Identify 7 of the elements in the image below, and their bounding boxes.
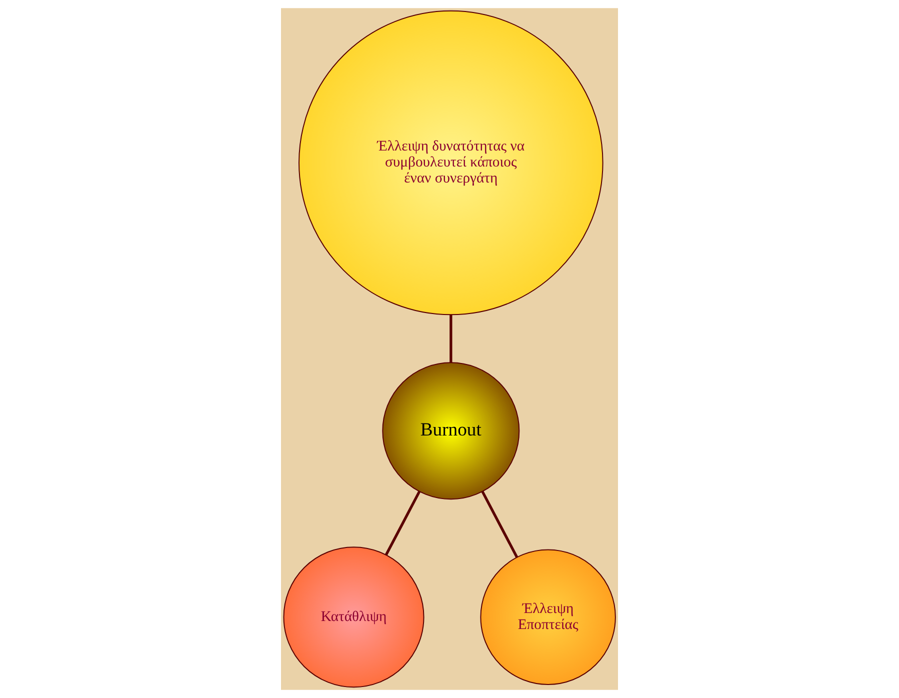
connector xyxy=(481,490,518,558)
node-circle: Έλλειψη Εποπτείας xyxy=(480,549,616,685)
node-circle: Burnout xyxy=(382,362,520,500)
node-circle: Έλλειψη δυνατότητας να συμβουλευτεί κάποιος έναν συνεργάτη xyxy=(298,10,604,316)
node-circle: Κατάθλιψη xyxy=(283,546,424,688)
connector xyxy=(450,314,452,363)
connector xyxy=(384,490,421,556)
